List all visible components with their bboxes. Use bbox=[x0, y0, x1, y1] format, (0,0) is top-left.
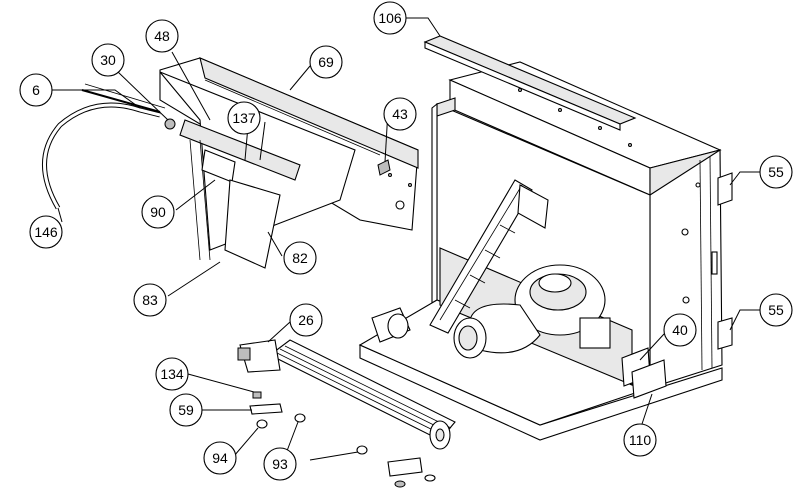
callout-93: 93 bbox=[263, 447, 297, 481]
callout-55-upper: 55 bbox=[759, 155, 793, 189]
callout-label: 43 bbox=[392, 106, 408, 122]
callout-43: 43 bbox=[383, 97, 417, 131]
side-bracket-upper bbox=[717, 172, 733, 206]
bracket-foot bbox=[387, 457, 436, 488]
callout-label: 48 bbox=[154, 28, 170, 44]
callout-30: 30 bbox=[91, 43, 125, 77]
sensor-hose bbox=[42, 102, 161, 210]
leader-lines bbox=[52, 17, 760, 465]
callout-137: 137 bbox=[227, 101, 261, 135]
callout-label: 59 bbox=[178, 402, 194, 418]
callout-label: 55 bbox=[768, 164, 784, 180]
callout-label: 40 bbox=[672, 322, 688, 338]
callout-label: 82 bbox=[292, 250, 308, 266]
callout-label: 134 bbox=[160, 366, 184, 382]
nut-30 bbox=[164, 118, 176, 130]
plate-110 bbox=[631, 359, 667, 399]
callout-label: 69 bbox=[318, 54, 334, 70]
callout-146: 146 bbox=[29, 215, 63, 249]
callout-label: 137 bbox=[232, 110, 256, 126]
clip-93-b bbox=[356, 445, 368, 455]
internal-frame bbox=[429, 179, 549, 334]
callout-label: 83 bbox=[142, 292, 158, 308]
callout-82: 82 bbox=[283, 241, 317, 275]
callout-label: 106 bbox=[378, 10, 402, 26]
callout-6: 6 bbox=[19, 73, 53, 107]
fitting-134 bbox=[252, 391, 262, 399]
callout-label: 30 bbox=[100, 52, 116, 68]
side-bracket-lower bbox=[717, 317, 733, 350]
callout-26: 26 bbox=[289, 303, 323, 337]
callout-59: 59 bbox=[169, 393, 203, 427]
heat-exchanger-tube bbox=[237, 339, 456, 450]
callout-48: 48 bbox=[145, 19, 179, 53]
washer-94 bbox=[256, 419, 268, 429]
left-bracket-assembly bbox=[159, 71, 356, 261]
callout-label: 26 bbox=[298, 312, 314, 328]
callout-94: 94 bbox=[203, 441, 237, 475]
callout-label: 110 bbox=[629, 432, 652, 448]
callout-69: 69 bbox=[309, 45, 343, 79]
callout-label: 146 bbox=[34, 224, 58, 240]
callout-110: 110 bbox=[623, 423, 657, 457]
callout-55-lower: 55 bbox=[759, 293, 793, 327]
callout-label: 94 bbox=[212, 450, 228, 466]
callout-90: 90 bbox=[141, 195, 175, 229]
gasket-59 bbox=[249, 403, 283, 415]
clip-93-a bbox=[294, 413, 306, 423]
callout-134: 134 bbox=[155, 357, 189, 391]
top-bracket-part bbox=[423, 35, 637, 131]
intake-pipe bbox=[371, 307, 411, 343]
callout-label: 6 bbox=[32, 82, 40, 98]
callout-label: 55 bbox=[768, 302, 784, 318]
panel-82 bbox=[224, 179, 281, 269]
callout-label: 93 bbox=[272, 456, 288, 472]
callout-label: 90 bbox=[150, 204, 166, 220]
callout-83: 83 bbox=[133, 283, 167, 317]
blower-motor bbox=[453, 264, 611, 359]
callout-106: 106 bbox=[373, 1, 407, 35]
callout-40: 40 bbox=[663, 313, 697, 347]
